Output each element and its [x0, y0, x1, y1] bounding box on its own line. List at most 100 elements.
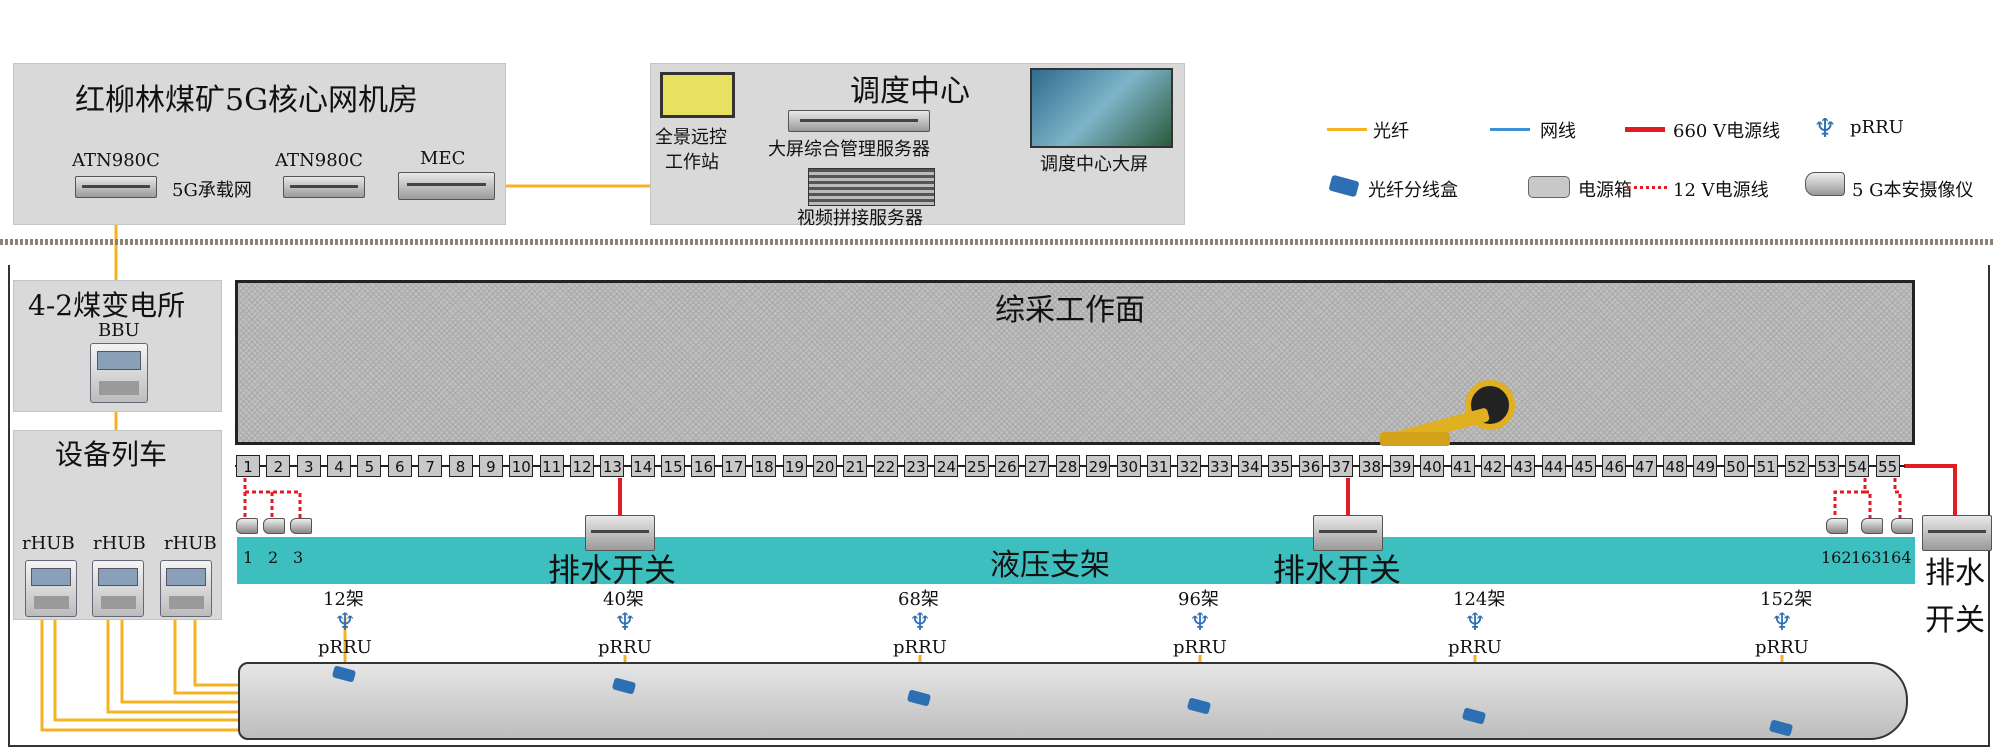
cam-number-left-2: 2: [268, 548, 279, 567]
drain-switch-box-2: [1313, 515, 1383, 551]
drain-switch-side-label-1: 排水: [1925, 556, 1985, 591]
support-number-38: 38: [1359, 455, 1384, 477]
support-number-27: 27: [1025, 455, 1050, 477]
bbu-cabinet: [90, 343, 148, 403]
support-number-7: 7: [418, 455, 443, 477]
prru-antenna-icon: ♆: [1771, 608, 1793, 636]
prru-antenna-icon: ♆: [614, 608, 636, 636]
legend-network-label: 网线: [1540, 121, 1576, 142]
core-room-title: 红柳林煤矿5G核心网机房: [75, 83, 419, 118]
support-number-55: 55: [1875, 455, 1900, 477]
support-number-44: 44: [1541, 455, 1566, 477]
support-number-25: 25: [964, 455, 989, 477]
support-number-14: 14: [630, 455, 655, 477]
support-number-43: 43: [1511, 455, 1536, 477]
prru-frame-label: 96架: [1178, 589, 1219, 610]
support-number-50: 50: [1723, 455, 1748, 477]
support-number-49: 49: [1693, 455, 1718, 477]
prru-label: pRRU: [1173, 637, 1227, 658]
support-number-15: 15: [661, 455, 686, 477]
support-number-45: 45: [1572, 455, 1596, 477]
drain-switch-box-3: [1922, 515, 1992, 551]
support-number-36: 36: [1298, 455, 1323, 477]
support-number-47: 47: [1632, 455, 1657, 477]
camera-right-3: [1891, 518, 1913, 534]
legend-camera-icon: [1805, 172, 1845, 196]
dispatch-screen-label: 调度中心大屏: [1040, 154, 1148, 175]
support-number-30: 30: [1116, 455, 1141, 477]
camera-right-2: [1861, 518, 1883, 534]
legend-660-swatch: [1625, 127, 1665, 132]
left-router-label: ATN980C: [72, 150, 160, 171]
support-number-16: 16: [691, 455, 716, 477]
rhub-cabinet-3: [160, 560, 212, 617]
working-face-title: 综采工作面: [995, 293, 1145, 328]
support-number-52: 52: [1784, 455, 1809, 477]
prru-label: pRRU: [598, 637, 652, 658]
prru-antenna-icon: ♆: [1464, 608, 1486, 636]
support-number-3: 3: [296, 455, 321, 477]
drain-switch-side-label-2: 开关: [1925, 603, 1985, 638]
legend-12v-swatch: [1627, 186, 1667, 189]
support-number-8: 8: [448, 455, 473, 477]
rhub-label-3: rHUB: [164, 533, 217, 554]
camera-right-1: [1826, 518, 1848, 534]
support-number-24: 24: [934, 455, 959, 477]
legend-power-box-label: 电源箱: [1578, 180, 1632, 201]
stitch-server-label: 视频拼接服务器: [797, 208, 923, 229]
support-number-21: 21: [843, 455, 868, 477]
working-face-area: [235, 280, 1915, 445]
support-number-41: 41: [1450, 455, 1475, 477]
legend-power-box-icon: [1528, 176, 1570, 198]
roadway-tunnel: [238, 662, 1908, 740]
prru-label: pRRU: [893, 637, 947, 658]
legend-network-swatch: [1490, 128, 1530, 131]
support-number-53: 53: [1814, 455, 1839, 477]
legend-12v-label: 12 V电源线: [1673, 180, 1769, 201]
support-number-46: 46: [1602, 455, 1627, 477]
cam-number-left-3: 3: [293, 548, 304, 567]
support-number-6: 6: [387, 455, 412, 477]
right-router-label: ATN980C: [275, 150, 363, 171]
legend-prru-label: pRRU: [1850, 117, 1904, 138]
left-router-device: [75, 176, 157, 198]
shearer-machine: [1380, 380, 1520, 455]
drain-switch-label-2: 排水开关: [1273, 551, 1402, 589]
support-number-42: 42: [1480, 455, 1505, 477]
support-number-28: 28: [1055, 455, 1080, 477]
support-number-9: 9: [478, 455, 503, 477]
support-number-51: 51: [1754, 455, 1779, 477]
support-number-19: 19: [782, 455, 807, 477]
support-number-39: 39: [1389, 455, 1414, 477]
support-number-33: 33: [1207, 455, 1232, 477]
workstation-monitor: [660, 72, 735, 118]
camera-left-2: [263, 518, 285, 534]
support-number-37: 37: [1329, 455, 1354, 477]
support-number-2: 2: [266, 455, 291, 477]
workstation-label-2: 工作站: [665, 152, 719, 173]
legend-fiber-swatch: [1327, 128, 1367, 131]
support-number-26: 26: [995, 455, 1020, 477]
power-12-lines: [243, 478, 1902, 520]
support-number-17: 17: [721, 455, 746, 477]
prru-frame-label: 68架: [898, 589, 939, 610]
cam-number-left-1: 1: [243, 548, 254, 567]
support-number-20: 20: [812, 455, 837, 477]
cam-number-right-3: 164: [1881, 548, 1912, 567]
support-number-23: 23: [904, 455, 928, 477]
mec-device: [398, 172, 495, 200]
support-number-40: 40: [1420, 455, 1445, 477]
legend-prru-icon: ♆: [1813, 114, 1837, 144]
rhub-label-1: rHUB: [22, 533, 75, 554]
prru-antenna-icon: ♆: [909, 608, 931, 636]
support-number-13: 13: [600, 455, 625, 477]
bearer-network-label: 5G承载网: [170, 176, 254, 202]
rhub-label-2: rHUB: [93, 533, 146, 554]
support-number-10: 10: [509, 455, 534, 477]
prru-frame-label: 12架: [323, 589, 364, 610]
cam-number-right-1: 162: [1821, 548, 1852, 567]
dispatch-screen: [1030, 68, 1173, 148]
shearer-body: [1380, 432, 1450, 446]
drain-switch-box-1: [585, 515, 655, 551]
mec-label: MEC: [420, 148, 466, 169]
